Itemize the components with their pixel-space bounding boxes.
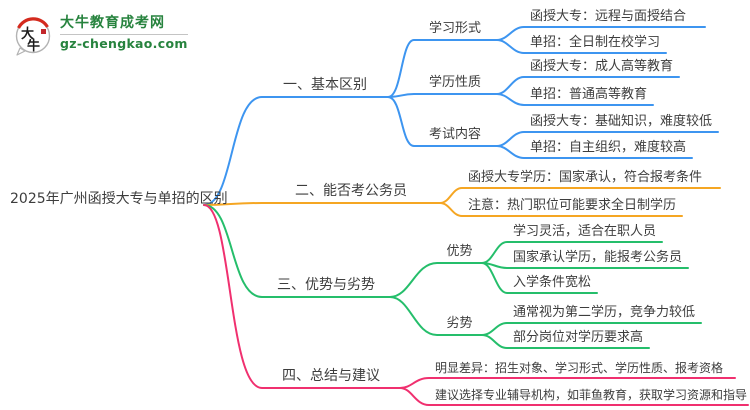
logo-url: gz-chengkao.com [60,35,188,51]
branch3-label: 三、优势与劣势 [277,277,375,293]
branch3-sub-cons: 劣势 [446,316,473,331]
branch1-sub-exam-content: 考试内容 [428,127,481,142]
svg-text:大: 大 [21,26,34,42]
branch1-sub-degree-nature: 学历性质 [428,75,481,90]
leaf-degree-hanshou: 函授大专：成人高等教育 [530,59,674,74]
logo-bull-icon: 大 牛 [15,17,51,56]
leaf-civil-recognized: 函授大专学历：国家承认，符合报考条件 [468,170,703,185]
branch4-connectors [203,204,749,406]
logo-divider [60,33,188,35]
branch1-connectors [203,26,719,206]
leaf-civil-note: 注意：热门职位可能要求全日制学历 [468,198,677,213]
leaf-pros-recognized: 国家承认学历，能报考公务员 [513,250,683,265]
branch3-sub-pros: 优势 [446,244,473,259]
leaf-exam-hanshou: 函授大专：基础知识，难度较低 [530,114,713,129]
svg-text:牛: 牛 [27,38,40,54]
root-node-label: 2025年广州函授大专与单招的区别 [10,191,228,207]
leaf-pros-easy-entry: 入学条件宽松 [513,275,592,290]
branch3-connectors [203,204,702,349]
branch2-connectors [203,187,721,217]
branch1-sub-study-form: 学习形式 [428,21,481,36]
leaf-study-form-danzhao: 单招：全日制在校学习 [530,35,661,50]
leaf-degree-danzhao: 单招：普通高等教育 [530,87,648,102]
branch1-label: 一、基本区别 [283,77,367,93]
leaf-exam-danzhao: 单招：自主组织，难度较高 [530,140,687,155]
branch4-label: 四、总结与建议 [282,368,380,384]
leaf-study-form-hanshou: 函授大专：远程与面授结合 [530,9,687,24]
leaf-summary-differences: 明显差异：招生对象、学习形式、学历性质、报考资格 [435,361,724,375]
leaf-cons-job-requirements: 部分岗位对学历要求高 [513,330,644,345]
leaf-cons-second-degree: 通常视为第二学历，竞争力较低 [513,305,696,320]
logo-title: 大牛教育成考网 [60,15,165,31]
site-logo: 大 牛 大牛教育成考网 gz-chengkao.com [13,14,188,58]
branch2-label: 二、能否考公务员 [295,183,407,199]
leaf-summary-advice: 建议选择专业辅导机构，如菲鱼教育，获取学习资源和指导 [435,388,748,402]
leaf-pros-flexible: 学习灵活，适合在职人员 [513,224,657,239]
